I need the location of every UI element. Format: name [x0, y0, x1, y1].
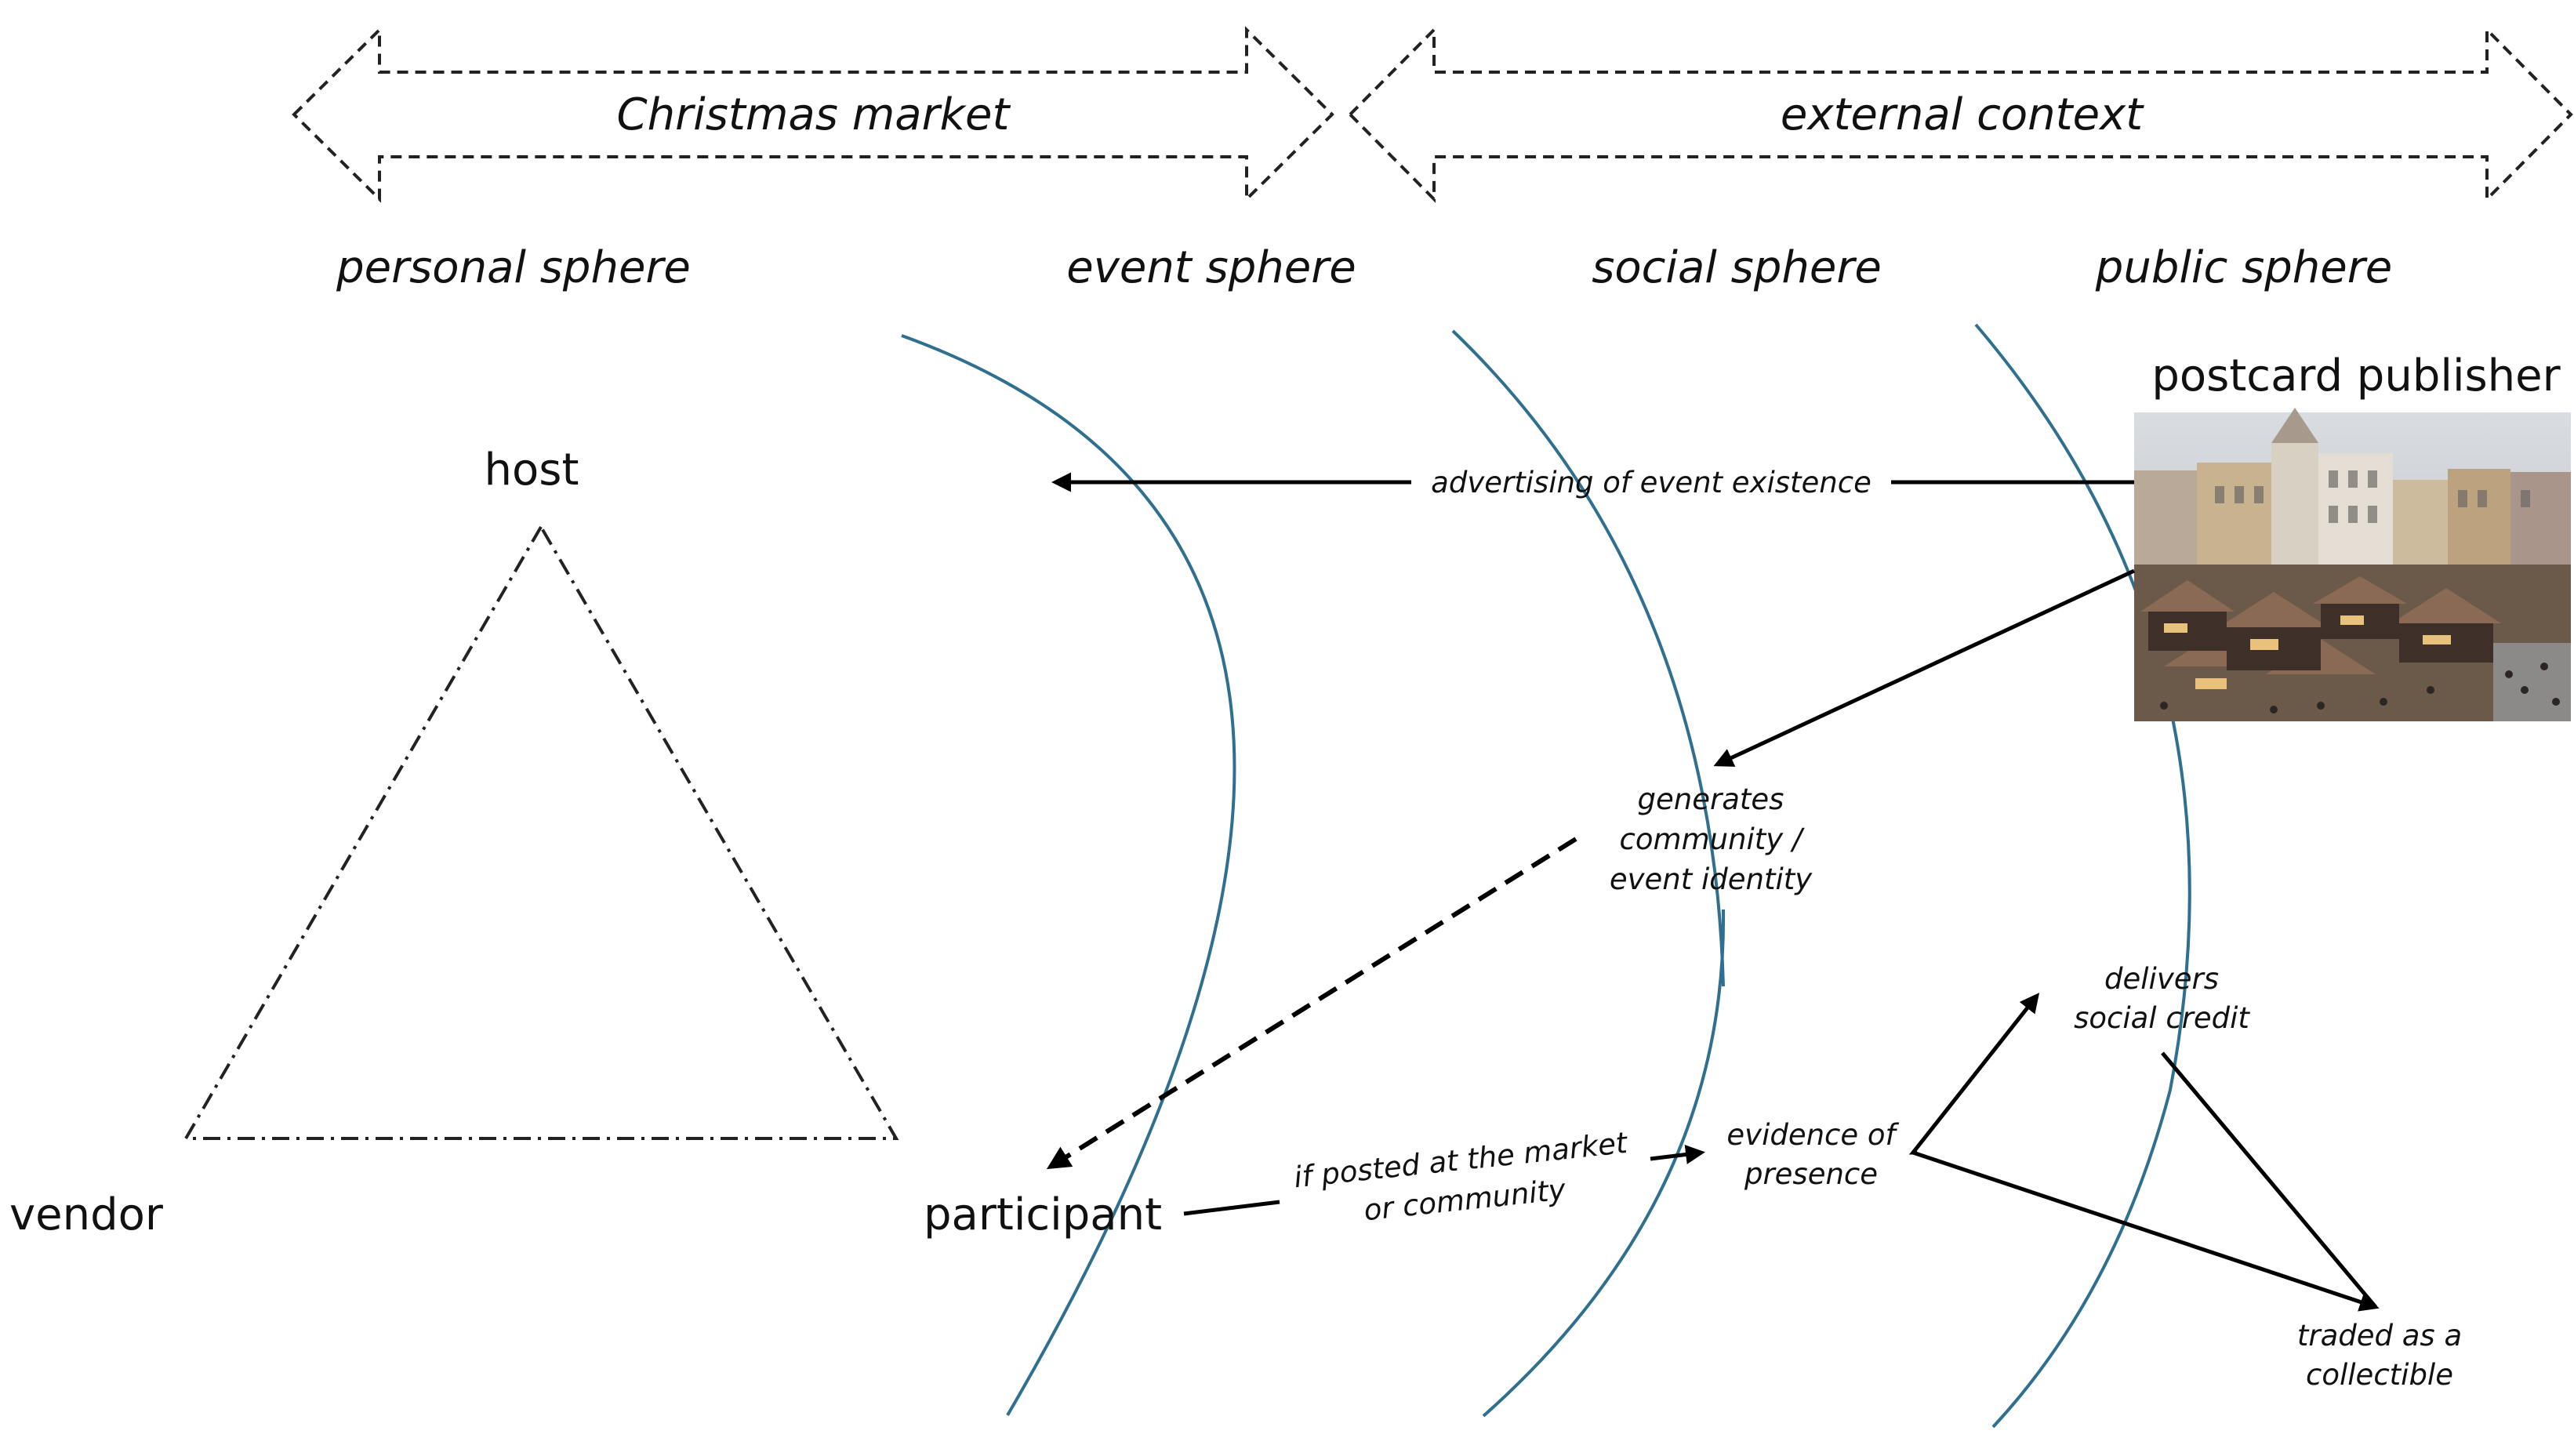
social-sphere-arc-bottom — [1482, 909, 1726, 1418]
actor-host: host — [485, 445, 579, 496]
actor-postcard-publisher: postcard publisher — [2151, 350, 2561, 401]
banner-christmas-market: Christmas market — [292, 26, 1334, 203]
arrow-photo-to-generates — [1713, 568, 2136, 767]
actor-participant: participant — [924, 1189, 1162, 1240]
label-generates-line-3: event identity — [1610, 862, 1813, 896]
public-sphere-arc — [1974, 323, 2191, 1429]
label-traded: traded as a collectible — [2297, 1319, 2462, 1392]
sphere-public-label: public sphere — [2095, 242, 2392, 293]
arrow-evidence-to-traded — [1912, 1150, 2380, 1312]
banner-arrow-left-shape — [292, 26, 1334, 203]
banner-left-label: Christmas market — [617, 89, 1011, 140]
actor-triangle — [183, 524, 899, 1140]
label-traded-line-2: collectible — [2306, 1358, 2453, 1392]
arrow-generates-to-participant — [1046, 837, 1577, 1170]
label-delivers-line-1: delivers — [2104, 962, 2219, 996]
banner-arrow-right-shape — [1348, 26, 2573, 203]
arrow-evidence-to-delivers — [1908, 993, 2040, 1155]
social-sphere-arc-upper — [1451, 329, 1725, 987]
sphere-personal-label: personal sphere — [336, 242, 691, 293]
christmas-market-photo — [2134, 408, 2571, 721]
banner-right-label: external context — [1781, 89, 2144, 140]
label-evidence-line-2: presence — [1744, 1157, 1878, 1191]
label-traded-line-1: traded as a — [2297, 1319, 2462, 1353]
banner-external-context: external context — [1348, 26, 2573, 203]
arrow-delivers-to-traded — [2161, 1051, 2377, 1309]
label-if-posted: if posted at the market or community — [1292, 1126, 1630, 1227]
label-delivers: delivers social credit — [2074, 962, 2250, 1035]
arrow-to-evidence — [1650, 1145, 1705, 1164]
label-generates: generates community / event identity — [1610, 782, 1813, 896]
sphere-event-label: event sphere — [1066, 242, 1356, 293]
label-evidence: evidence of presence — [1726, 1118, 1899, 1191]
sphere-social-label: social sphere — [1592, 242, 1882, 293]
label-advertising: advertising of event existence — [1431, 466, 1872, 499]
label-delivers-line-2: social credit — [2074, 1001, 2250, 1035]
label-generates-line-1: generates — [1638, 782, 1784, 816]
actor-vendor: vendor — [9, 1189, 164, 1240]
event-sphere-arc — [901, 334, 1236, 1417]
label-generates-line-2: community / — [1620, 822, 1805, 856]
arrow-participant-segment — [1183, 1200, 1280, 1216]
label-evidence-line-1: evidence of — [1726, 1118, 1899, 1152]
